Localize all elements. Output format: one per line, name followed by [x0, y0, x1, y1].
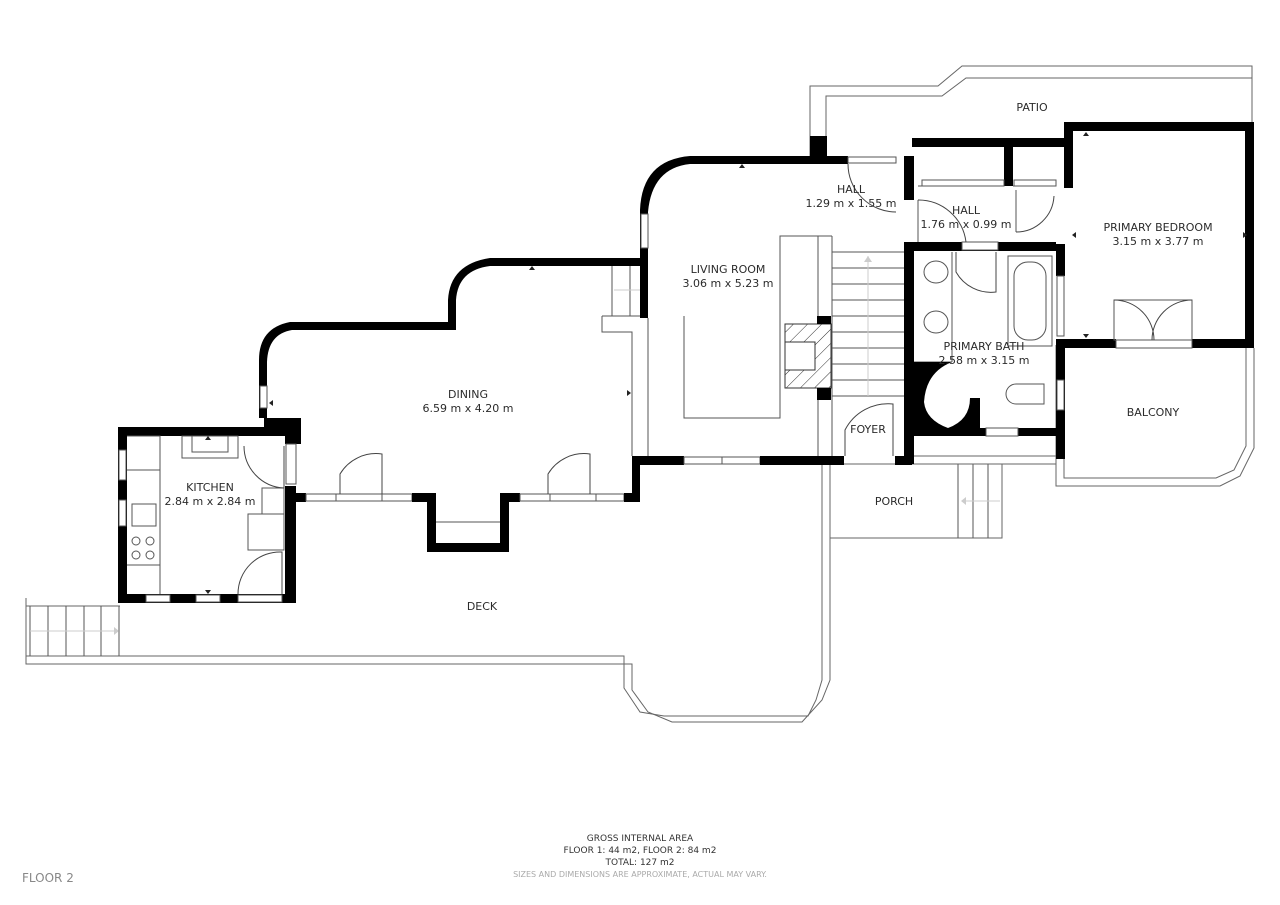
room-name: LIVING ROOM [690, 263, 766, 276]
area-total: TOTAL: 127 m2 [605, 858, 675, 868]
patio-outline [809, 65, 1253, 160]
room-dimensions: 2.84 m x 2.84 m [164, 495, 256, 508]
deck-outline [25, 464, 831, 723]
room-deck: DECK [467, 600, 497, 614]
room-dimensions: 3.06 m x 5.23 m [682, 277, 774, 290]
room-name: DECK [466, 600, 498, 613]
room-name: HALL [836, 183, 866, 196]
room-dimensions: 2.58 m x 3.15 m [938, 354, 1030, 367]
room-hall-1: HALL 1.29 m x 1.55 m [806, 183, 897, 211]
room-patio: PATIO [1016, 101, 1047, 115]
room-dimensions: 3.15 m x 3.77 m [1112, 235, 1204, 248]
room-name: PRIMARY BATH [943, 340, 1025, 353]
room-name: PORCH [874, 495, 914, 508]
room-primary-bath: PRIMARY BATH 2.58 m x 3.15 m [939, 340, 1030, 368]
area-title: GROSS INTERNAL AREA [586, 834, 694, 844]
living-room-walls [640, 156, 912, 465]
bath-bedroom-walls [904, 122, 1254, 464]
room-dining: DINING 6.59 m x 4.20 m [423, 388, 514, 416]
room-name: DINING [448, 388, 488, 401]
room-name: BALCONY [1126, 406, 1180, 419]
room-primary-bedroom: PRIMARY BEDROOM 3.15 m x 3.77 m [1103, 221, 1212, 249]
area-summary: GROSS INTERNAL AREA FLOOR 1: 44 m2, FLOO… [513, 833, 767, 881]
room-foyer: FOYER [850, 423, 886, 437]
room-name: PATIO [1016, 101, 1048, 114]
area-floors: FLOOR 1: 44 m2, FLOOR 2: 84 m2 [563, 846, 717, 856]
room-living-room: LIVING ROOM 3.06 m x 5.23 m [683, 263, 774, 291]
room-dimensions: 1.76 m x 0.99 m [920, 218, 1012, 231]
porch-outline [830, 455, 1056, 539]
staircase [831, 236, 904, 456]
dining-walls [259, 258, 648, 552]
room-kitchen: KITCHEN 2.84 m x 2.84 m [165, 481, 256, 509]
room-porch: PORCH [875, 495, 913, 509]
room-hall-2: HALL 1.76 m x 0.99 m [921, 204, 1012, 232]
room-name: FOYER [850, 423, 886, 436]
room-dimensions: 1.29 m x 1.55 m [805, 197, 897, 210]
floor-label: FLOOR 2 [22, 871, 74, 885]
room-name: HALL [951, 204, 981, 217]
room-name: KITCHEN [186, 481, 234, 494]
room-balcony: BALCONY [1127, 406, 1180, 420]
kitchen-walls [118, 418, 301, 603]
room-dimensions: 6.59 m x 4.20 m [422, 402, 514, 415]
measurement-ticks [205, 132, 1247, 594]
room-name: PRIMARY BEDROOM [1103, 221, 1213, 234]
area-disclaimer: SIZES AND DIMENSIONS ARE APPROXIMATE, AC… [513, 870, 767, 879]
